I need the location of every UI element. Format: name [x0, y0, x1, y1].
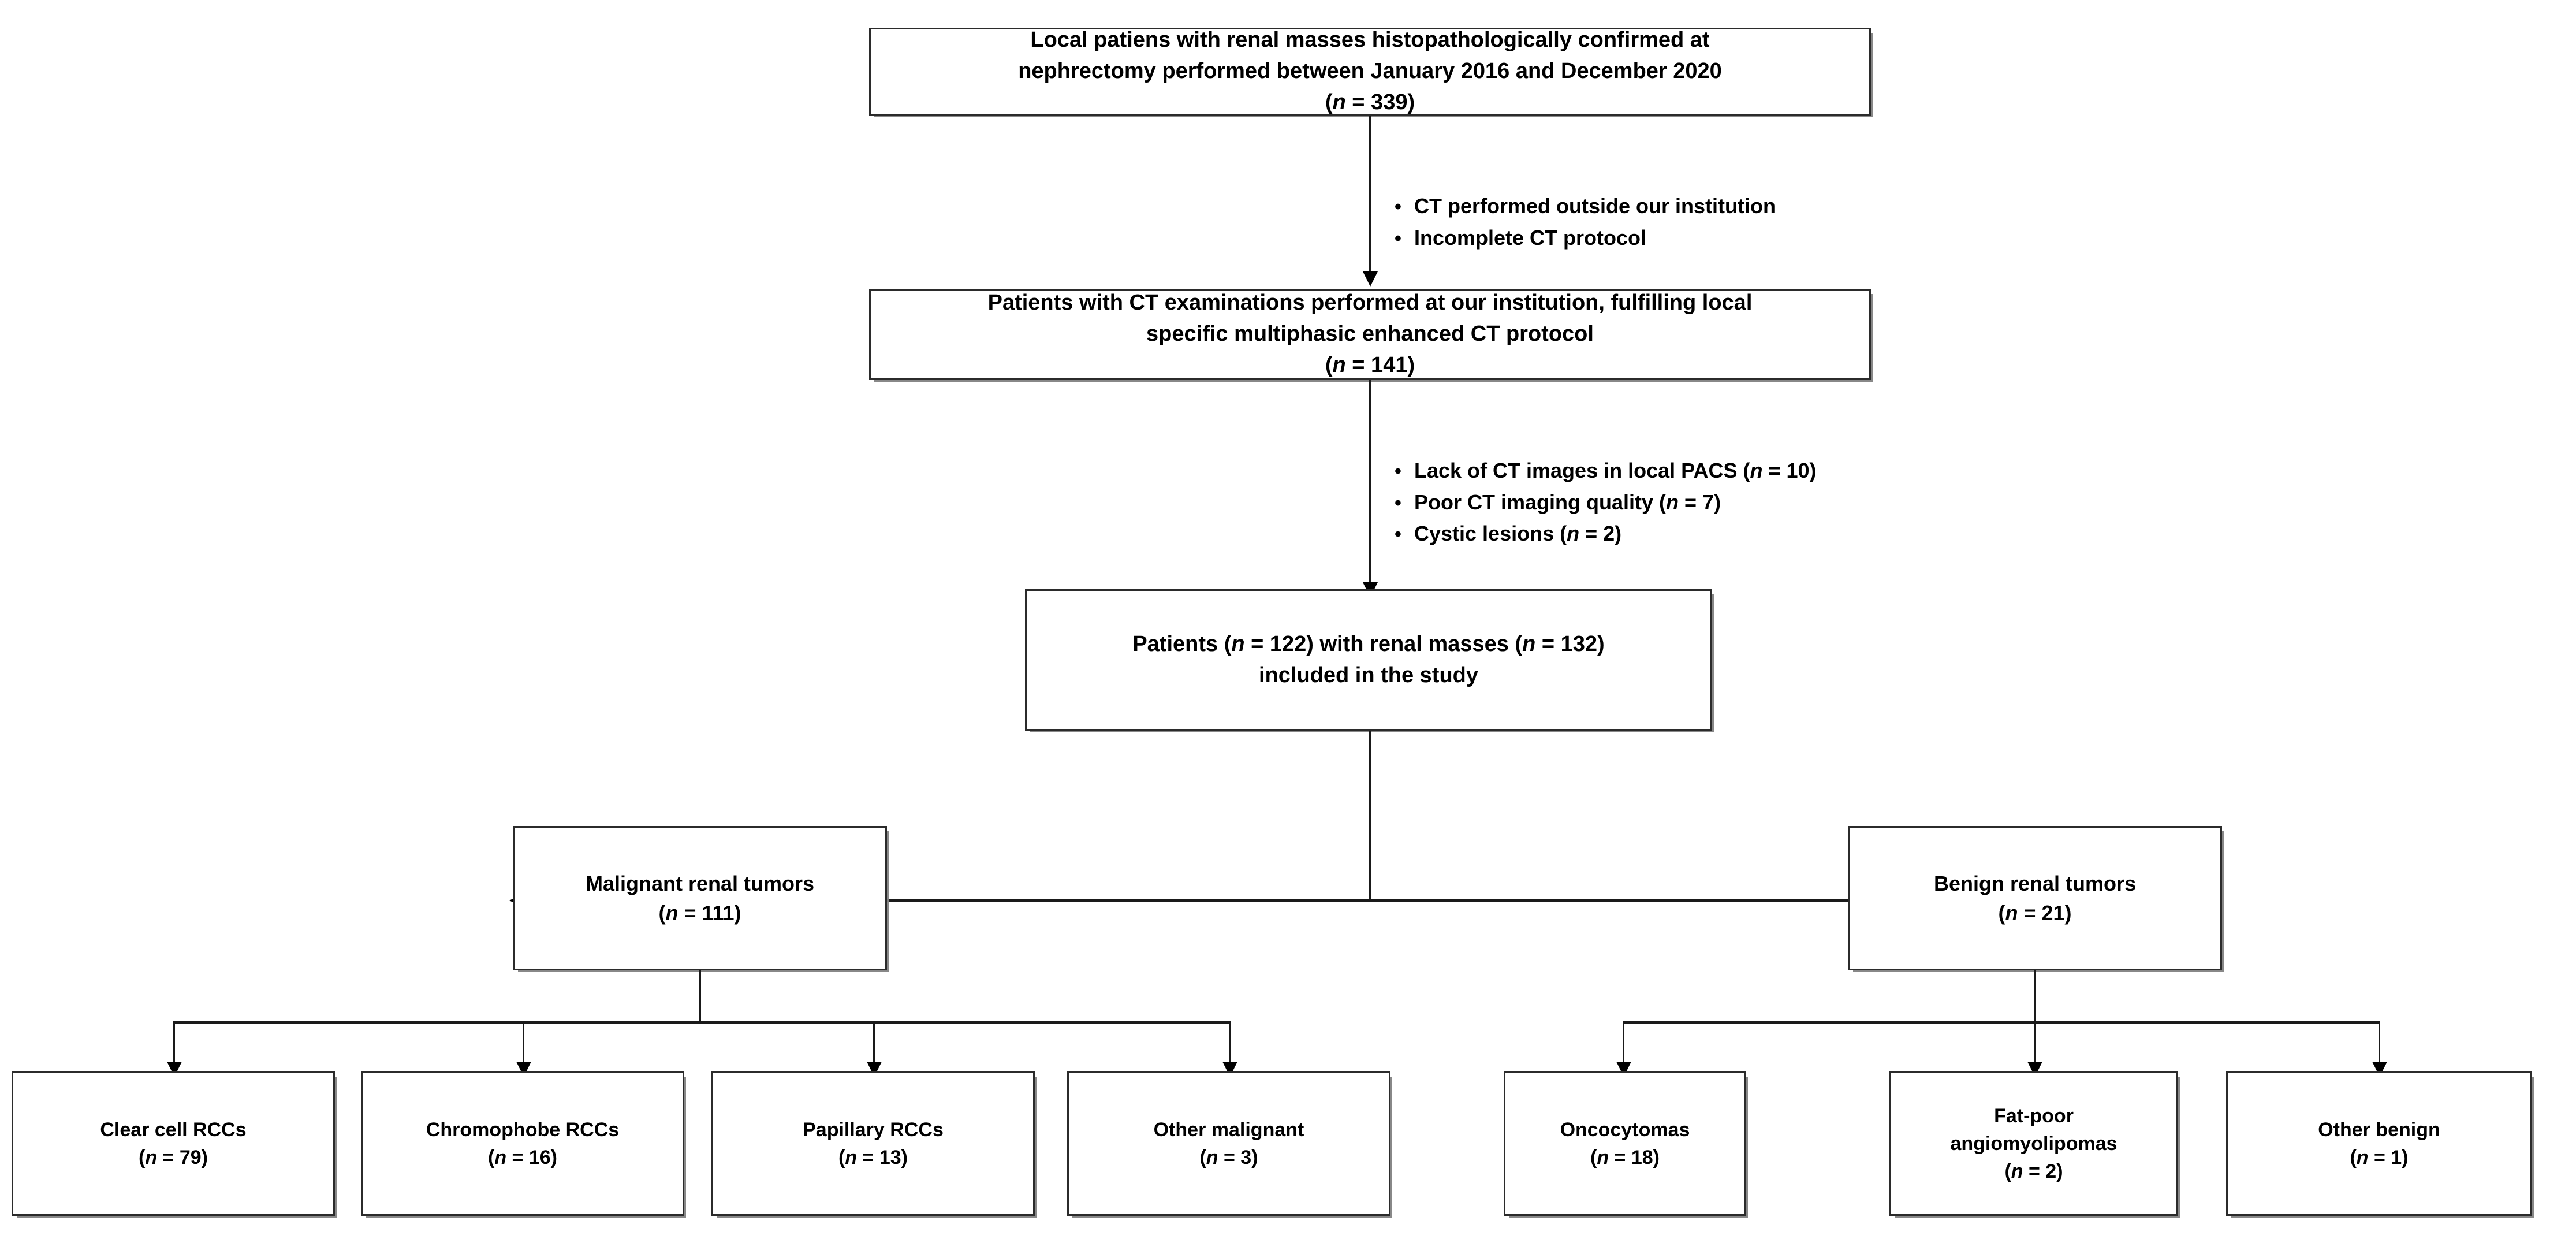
- malignant-count: (n = 111): [658, 901, 741, 925]
- first-exclusion-list: • CT performed outside our institution •…: [1395, 191, 1776, 254]
- exclusion-item: • CT performed outside our institution: [1395, 191, 1776, 222]
- benign-branch-bus: [1623, 1021, 2380, 1024]
- benign-branch-stem: [2034, 970, 2036, 1022]
- malignant-tumors-box: Malignant renal tumors (n = 111): [513, 826, 887, 970]
- protocol-cohort-line1: Patients with CT examinations performed …: [987, 291, 1753, 315]
- malignant-branch-drop-1: [173, 1021, 175, 1066]
- malignant-branch-bus: [173, 1021, 1230, 1024]
- exclusion-text: Incomplete CT protocol: [1414, 225, 1647, 250]
- oncocytoma-label: Oncocytomas: [1560, 1118, 1690, 1141]
- oncocytoma-count: (n = 18): [1590, 1147, 1660, 1169]
- papillary-rcc-box: Papillary RCCs (n = 13): [711, 1071, 1035, 1216]
- protocol-cohort-line2: specific multiphasic enhanced CT protoco…: [1146, 322, 1594, 347]
- source-cohort-line2: nephrectomy performed between January 20…: [1018, 59, 1722, 84]
- benign-branch-drop-2: [2034, 1021, 2036, 1066]
- malignant-branch-drop-2: [523, 1021, 524, 1066]
- papillary-rcc-label: Papillary RCCs: [803, 1118, 944, 1141]
- benign-tumors-box: Benign renal tumors (n = 21): [1848, 826, 2222, 970]
- source-cohort-box: Local patiens with renal masses histopat…: [869, 28, 1871, 116]
- exclusion-text: Poor CT imaging quality (n = 7): [1414, 490, 1721, 514]
- other-benign-label: Other benign: [2318, 1118, 2440, 1141]
- benign-count: (n = 21): [1998, 901, 2072, 925]
- protocol-cohort-box: Patients with CT examinations performed …: [869, 289, 1871, 380]
- malignant-branch-stem: [699, 970, 701, 1022]
- other-benign-box: Other benign (n = 1): [2226, 1071, 2532, 1216]
- connector-3-line: [1369, 731, 1371, 901]
- malignant-branch-drop-3: [873, 1021, 875, 1066]
- source-cohort-count: (n = 339): [1325, 90, 1415, 114]
- exclusion-item: • Cystic lesions (n = 2): [1395, 518, 1817, 550]
- other-benign-count: (n = 1): [2350, 1147, 2409, 1169]
- bullet-icon: •: [1395, 523, 1401, 546]
- bullet-icon: •: [1395, 460, 1401, 482]
- benign-branch-drop-1: [1623, 1021, 1624, 1066]
- benign-label: Benign renal tumors: [1933, 871, 2137, 895]
- exclusion-text: Lack of CT images in local PACS (n = 10): [1414, 459, 1817, 482]
- connector-1-arrowhead: [1363, 271, 1378, 287]
- angiomyolipoma-box: Fat-poor angiomyolipomas (n = 2): [1889, 1071, 2178, 1216]
- clear-cell-rcc-count: (n = 79): [139, 1147, 208, 1169]
- exclusion-text: CT performed outside our institution: [1414, 194, 1776, 218]
- exclusion-text: Cystic lesions (n = 2): [1414, 522, 1622, 546]
- protocol-cohort-count: (n = 141): [1325, 352, 1415, 377]
- chromophobe-rcc-box: Chromophobe RCCs (n = 16): [361, 1071, 684, 1216]
- bullet-icon: •: [1395, 492, 1401, 514]
- included-cohort-line2: included in the study: [1258, 663, 1479, 687]
- bullet-icon: •: [1395, 227, 1401, 250]
- chromophobe-rcc-label: Chromophobe RCCs: [426, 1118, 620, 1141]
- exclusion-item: • Lack of CT images in local PACS (n = 1…: [1395, 455, 1817, 487]
- malignant-label: Malignant renal tumors: [585, 871, 815, 895]
- second-exclusion-list: • Lack of CT images in local PACS (n = 1…: [1395, 455, 1817, 550]
- other-malignant-box: Other malignant (n = 3): [1067, 1071, 1390, 1216]
- papillary-rcc-count: (n = 13): [838, 1147, 908, 1169]
- connector-1-line: [1369, 116, 1371, 274]
- clear-cell-rcc-label: Clear cell RCCs: [100, 1118, 247, 1141]
- benign-branch-drop-3: [2379, 1021, 2380, 1066]
- chromophobe-rcc-count: (n = 16): [488, 1147, 557, 1169]
- other-malignant-label: Other malignant: [1153, 1118, 1304, 1141]
- angiomyolipoma-count: (n = 2): [2004, 1160, 2063, 1183]
- bullet-icon: •: [1395, 196, 1401, 218]
- split-bus-line: [524, 899, 2003, 902]
- angiomyolipoma-label-line2: angiomyolipomas: [1950, 1132, 2118, 1155]
- connector-2-line: [1369, 380, 1371, 585]
- included-cohort-line1: Patients (n = 122) with renal masses (n …: [1132, 631, 1605, 656]
- malignant-branch-drop-4: [1229, 1021, 1231, 1066]
- other-malignant-count: (n = 3): [1199, 1147, 1258, 1169]
- exclusion-item: • Incomplete CT protocol: [1395, 222, 1776, 254]
- angiomyolipoma-label-line1: Fat-poor: [1994, 1104, 2074, 1127]
- source-cohort-line1: Local patiens with renal masses histopat…: [1030, 28, 1710, 53]
- oncocytoma-box: Oncocytomas (n = 18): [1504, 1071, 1746, 1216]
- clear-cell-rcc-box: Clear cell RCCs (n = 79): [12, 1071, 335, 1216]
- exclusion-item: • Poor CT imaging quality (n = 7): [1395, 487, 1817, 519]
- included-cohort-box: Patients (n = 122) with renal masses (n …: [1025, 589, 1712, 731]
